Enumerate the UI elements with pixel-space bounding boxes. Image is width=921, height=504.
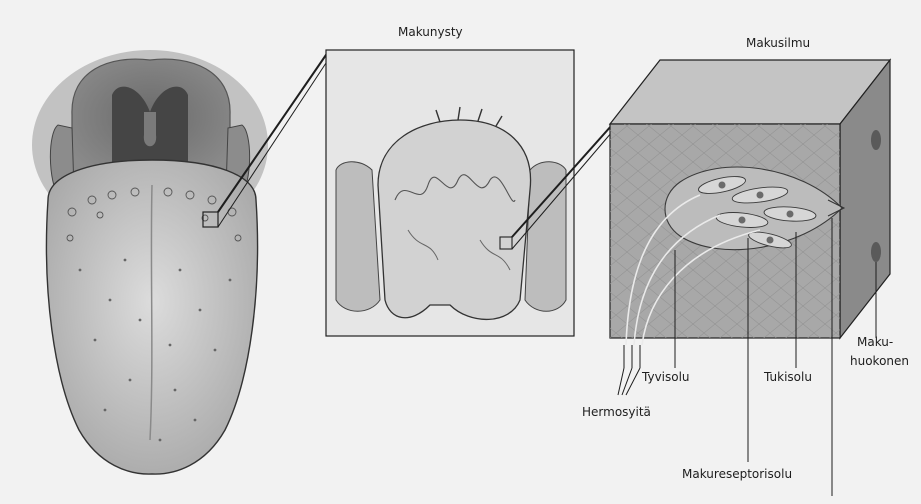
label-makureseptorisolu: Makureseptorisolu <box>682 467 792 481</box>
taste-bud-cube <box>610 60 890 345</box>
taste-pore-upper <box>871 130 881 150</box>
uvula <box>144 112 156 146</box>
leader-hermosyita-join <box>618 368 640 395</box>
papilla-dome <box>378 120 531 319</box>
label-maku-huokonen-2: huokonen <box>850 354 909 368</box>
label-makusilmu: Makusilmu <box>746 36 810 50</box>
label-maku-huokonen-1: Maku- <box>857 335 893 349</box>
taste-pore-lower <box>871 242 881 262</box>
label-makunysty: Makunysty <box>398 25 463 39</box>
label-tyvisolu: Tyvisolu <box>641 370 690 384</box>
papilla-panel <box>326 50 574 336</box>
label-hermosyita: Hermosyitä <box>582 405 651 419</box>
label-tukisolu: Tukisolu <box>763 370 812 384</box>
tongue-illustration <box>32 50 268 474</box>
